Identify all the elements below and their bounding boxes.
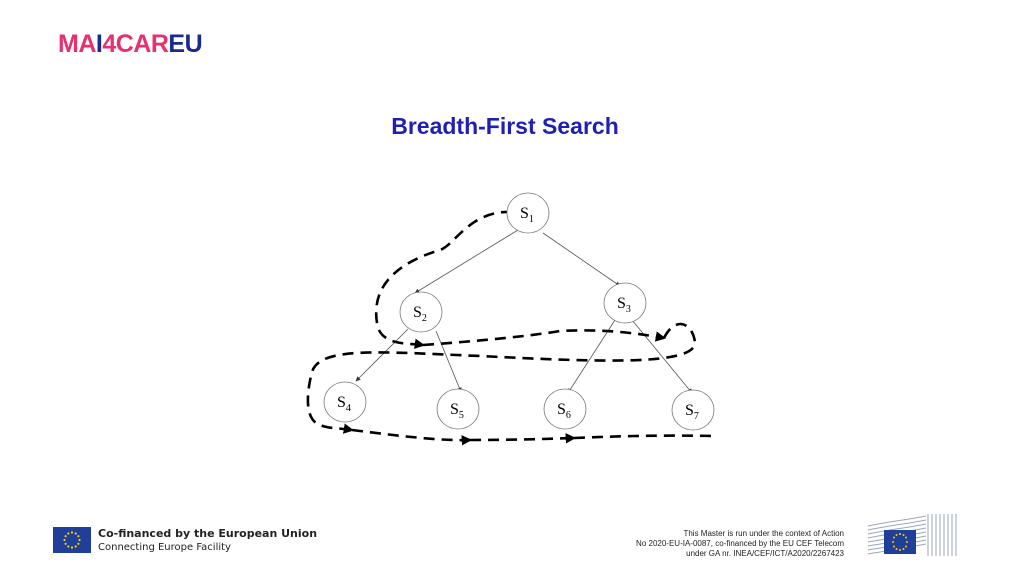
svg-text:S4: S4 <box>337 394 351 414</box>
cofinanced-subtitle: Connecting Europe Facility <box>98 542 231 553</box>
edge-s2-s5 <box>435 330 462 393</box>
funding-notice-line2: No 2020-EU-IA-0087, co-financed by the E… <box>636 539 844 548</box>
funding-notice-line1: This Master is run under the context of … <box>683 529 844 538</box>
edge-s3-s7 <box>631 319 693 394</box>
node-s5: S5 <box>436 388 480 430</box>
svg-text:S5: S5 <box>450 401 464 421</box>
edge-s2-s4 <box>355 328 409 382</box>
svg-text:S2: S2 <box>413 304 427 324</box>
slide-title: Breadth-First Search <box>391 113 619 139</box>
svg-text:S3: S3 <box>617 295 631 315</box>
node-s1: S1 <box>506 192 550 234</box>
node-s2: S2 <box>399 291 443 333</box>
cofinanced-title: Co-financed by the European Union <box>98 527 318 540</box>
funding-notice: This Master is run under the context of … <box>636 529 844 559</box>
european-commission-logo-icon <box>867 514 957 556</box>
logo-eu: EU <box>168 30 203 58</box>
edge-s1-s3 <box>542 232 621 287</box>
logo-care: CAR <box>115 30 169 58</box>
logo-4: 4 <box>102 30 116 58</box>
node-s7: S7 <box>671 389 715 431</box>
svg-text:S6: S6 <box>557 401 571 421</box>
node-s4: S4 <box>323 381 367 423</box>
svg-text:S7: S7 <box>685 402 699 422</box>
mai4careu-logo: MAI4CAREU <box>58 30 203 58</box>
funding-notice-line3: under GA nr. INEA/CEF/ICT/A2020/2267423 <box>686 549 844 558</box>
cofinanced-text: Co-financed by the European Union Connec… <box>98 527 317 555</box>
edge-s1-s2 <box>414 229 519 294</box>
svg-text:S1: S1 <box>520 205 534 225</box>
eu-flag-icon <box>53 527 91 553</box>
bfs-traversal-path <box>306 210 716 446</box>
node-s6: S6 <box>543 388 587 430</box>
logo-ma: MA <box>58 30 96 58</box>
node-s3: S3 <box>603 282 647 324</box>
logo-ai: I <box>95 30 103 58</box>
